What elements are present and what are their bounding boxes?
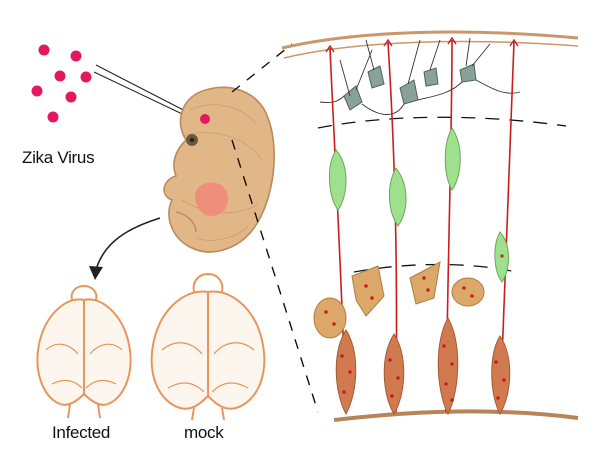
zika-virus-label: Zika Virus	[22, 148, 95, 167]
virus-particle	[80, 71, 92, 83]
intermediate-progenitors	[328, 127, 509, 283]
progenitor-cell	[389, 167, 407, 227]
arrow	[89, 217, 161, 280]
mock-brain	[150, 272, 266, 421]
vz-cell	[383, 333, 405, 415]
injection-needle	[93, 64, 198, 122]
infected-cell	[451, 277, 485, 307]
neuron	[343, 85, 363, 111]
virus-particle	[65, 91, 77, 103]
meninges	[281, 30, 579, 50]
virus-particle	[47, 111, 59, 123]
embryo	[163, 86, 275, 253]
virus-particles	[31, 44, 92, 123]
ventricular-surface	[333, 409, 579, 422]
virus-particle	[70, 50, 82, 62]
virus-particle	[54, 70, 66, 82]
neuron-dendrites	[319, 37, 521, 115]
virus-particle	[38, 44, 50, 56]
infected-brain	[36, 284, 132, 419]
mock-label: mock	[184, 423, 224, 442]
neuron	[399, 79, 419, 105]
vz-cell	[437, 317, 459, 416]
vz-cell	[491, 335, 511, 416]
infected-cell	[351, 265, 385, 317]
layer-boundaries	[317, 116, 567, 273]
vz-cell	[335, 329, 357, 416]
injection-site	[200, 114, 210, 124]
infected-cells	[313, 261, 485, 339]
endfeet	[325, 36, 519, 53]
infected-cell	[313, 297, 347, 339]
neurons	[343, 63, 477, 111]
virus-specks	[324, 254, 506, 402]
zoom-lines	[231, 43, 319, 413]
progenitor-cell	[328, 149, 347, 211]
neuron	[367, 65, 385, 89]
neuron	[459, 63, 477, 83]
infected-label: Infected	[52, 423, 111, 442]
progenitor-cell	[444, 127, 461, 191]
cortex-section	[281, 30, 579, 422]
virus-particle	[31, 85, 43, 97]
infected-cell	[409, 261, 441, 305]
neuron	[423, 67, 439, 87]
ventricular-cells	[335, 317, 511, 416]
